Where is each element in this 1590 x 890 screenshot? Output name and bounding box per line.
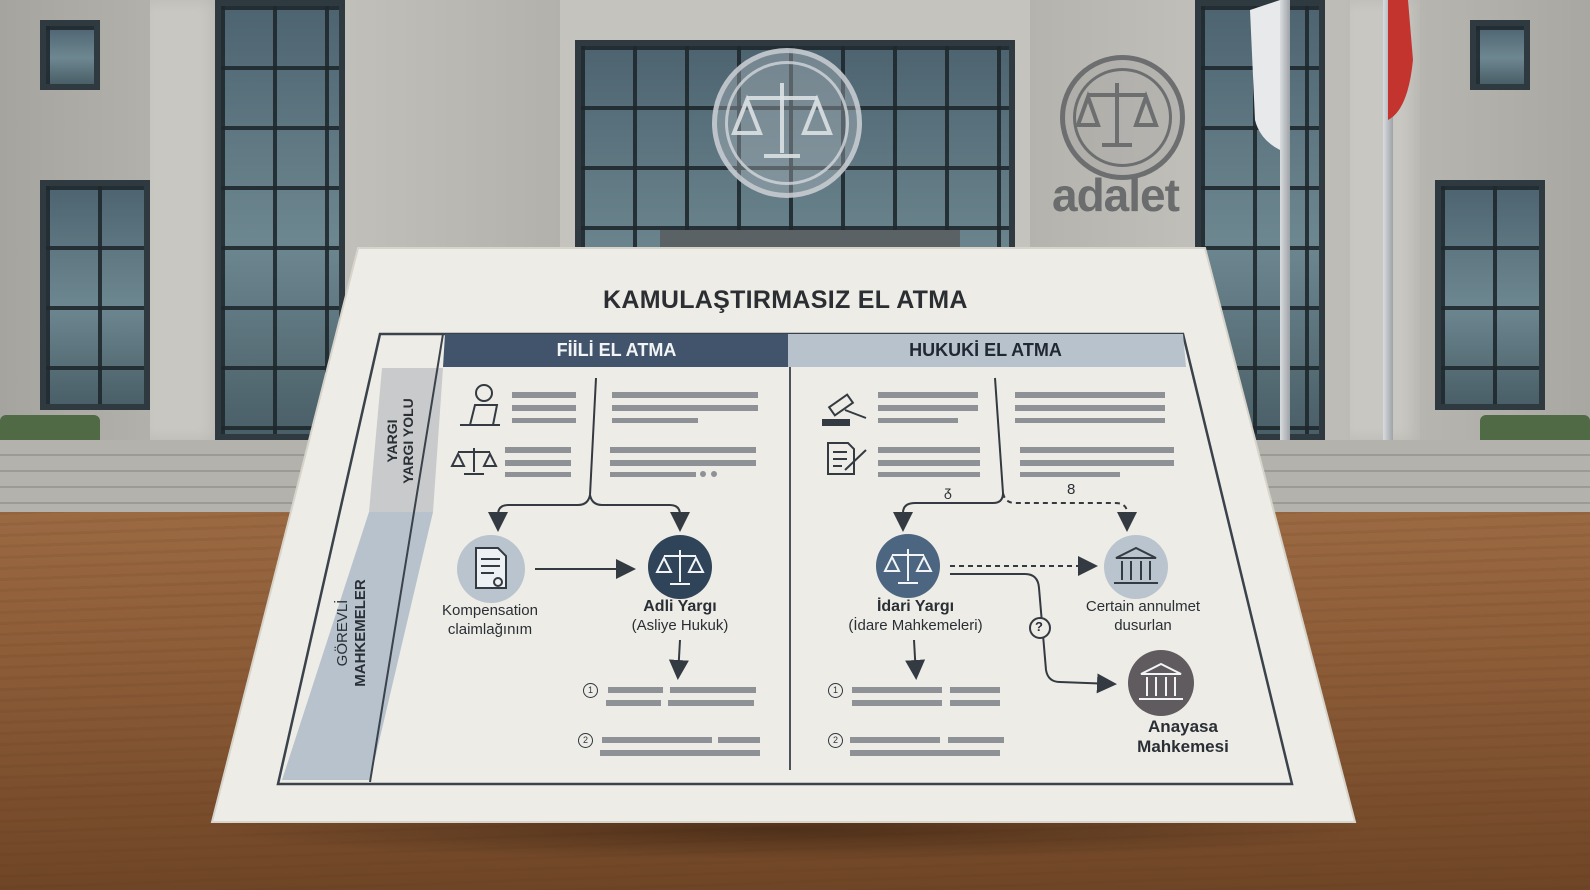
window — [1470, 20, 1530, 90]
document-icon — [475, 547, 507, 589]
paper-sheet — [212, 248, 1355, 822]
idari-yargi-label: İdari Yargı (İdare Mahkemeleri) — [848, 598, 983, 634]
placeholder-lines — [505, 392, 1174, 756]
question-mark-badge — [1029, 617, 1051, 639]
scales-icon — [655, 550, 705, 585]
claim-node-label: Kompensation claimlağınım — [442, 602, 538, 638]
flow-arrows-left — [488, 377, 690, 680]
scales-icon — [883, 549, 933, 584]
sidebar-top-block — [369, 368, 443, 512]
row-label-yargi-yolu: YARGI YARGI YOLU — [384, 398, 416, 484]
adalet-sign: adalet — [1052, 169, 1180, 221]
gavel-icon — [822, 393, 867, 426]
diagram-title: KAMULAŞTIRMASIZ EL ATMA — [603, 286, 968, 314]
row-label-gorevli-mahkemeler: GÖREVLİ MAHKEMELER — [334, 579, 369, 687]
arrow-label-a: ᵹ — [944, 483, 952, 499]
courthouse-icon — [1114, 546, 1158, 584]
scales-small-icon — [450, 448, 498, 475]
column-header-hukuki: HUKUKİ EL ATMA — [788, 334, 1183, 367]
column-header-fiili: FİİLİ EL ATMA — [445, 334, 788, 367]
arrow-label-b: 8 — [1067, 481, 1076, 498]
courthouse-icon — [1139, 662, 1183, 700]
document-pen-icon — [827, 442, 867, 475]
scales-icon — [1075, 83, 1159, 147]
annulment-label: Certain annulmet dusurlan — [1085, 598, 1201, 634]
flag-pole — [1383, 0, 1393, 520]
red-flag — [1388, 0, 1413, 120]
window — [1435, 180, 1545, 410]
adli-yargi-label: Adli Yargı (Asliye Hukuk) — [631, 598, 729, 634]
pillar — [150, 0, 220, 440]
person-podium-icon — [460, 384, 500, 426]
scales-emblem — [712, 48, 862, 198]
list-number-2: 2 — [578, 733, 593, 748]
flag-pole — [1280, 0, 1290, 520]
window — [215, 0, 345, 440]
entrance-canopy — [660, 230, 960, 252]
list-number-1: 1 — [828, 683, 843, 698]
list-number-1: 1 — [583, 683, 598, 698]
question-mark-text: ? — [1035, 619, 1043, 634]
white-flag — [1250, 0, 1280, 150]
window — [40, 20, 100, 90]
window — [40, 180, 150, 410]
adalet-logo-emblem — [1060, 55, 1185, 180]
scales-icon — [731, 83, 833, 158]
sidebar-bottom-block — [282, 512, 433, 780]
list-number-2: 2 — [828, 733, 843, 748]
annulment-node-circle — [1104, 535, 1168, 599]
anayasa-label: Anayasa Mahkemesi — [1137, 717, 1229, 756]
anayasa-node-circle — [1128, 650, 1194, 716]
